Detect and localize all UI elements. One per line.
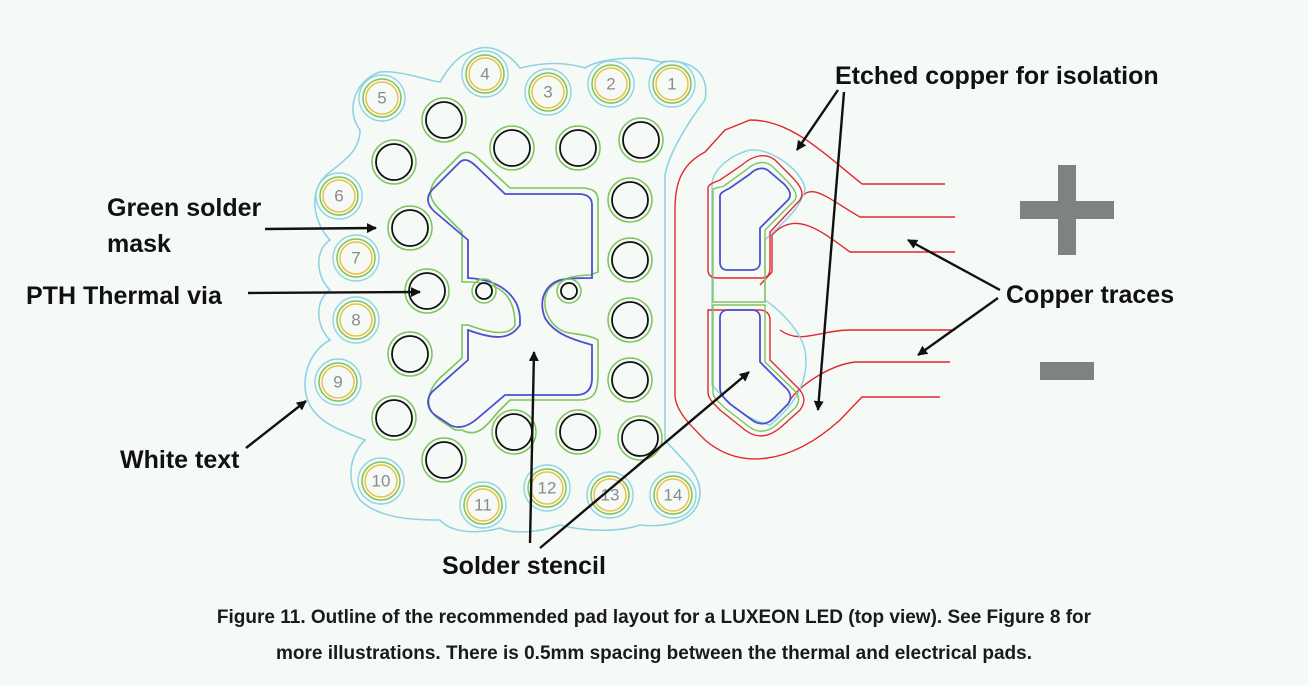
arrow-copper-traces-upper xyxy=(907,238,1001,292)
lower-electrical-pad-copper xyxy=(707,309,805,437)
copper-trace-minus-upper xyxy=(779,329,955,338)
pad-number-13: 13 xyxy=(601,486,620,505)
label-white-text: White text xyxy=(120,446,240,474)
pad-number-11: 11 xyxy=(474,496,492,515)
pad-number-4: 4 xyxy=(480,65,489,84)
plus-sign xyxy=(1020,165,1114,255)
arrow-etched-copper-lower xyxy=(813,91,846,411)
pad-number-1: 1 xyxy=(667,75,676,94)
copper-trace-minus-lower xyxy=(789,361,950,401)
thermal-via-small-left xyxy=(471,278,497,304)
figure-caption-line2: more illustrations. There is 0.5mm spaci… xyxy=(275,643,1033,664)
arrow-solder-stencil-thermal xyxy=(528,351,539,544)
figure-caption-line1: Figure 11. Outline of the recommended pa… xyxy=(216,607,1092,628)
copper-trace-plus-upper xyxy=(799,190,955,218)
thermal-pad-solder-mask xyxy=(427,151,599,434)
electrical-isolation-outline xyxy=(711,149,807,426)
label-etched-copper: Etched copper for isolation xyxy=(835,62,1159,90)
upper-electrical-pad-mask xyxy=(712,161,797,303)
arrow-etched-copper-upper xyxy=(796,89,839,151)
upper-electrical-pad-copper xyxy=(707,154,803,279)
thermal-pad-stencil xyxy=(427,159,593,428)
pad-number-6: 6 xyxy=(334,187,343,206)
pad-number-10: 10 xyxy=(372,472,391,491)
pad-number-12: 12 xyxy=(538,479,557,498)
numbered-pads xyxy=(314,50,697,529)
minus-sign xyxy=(1040,362,1094,380)
pad-number-9: 9 xyxy=(333,373,342,392)
lower-electrical-pad-stencil xyxy=(719,309,792,425)
board-outline xyxy=(304,46,707,533)
arrow-pth-thermal-via xyxy=(247,287,421,298)
upper-electrical-pad-stencil xyxy=(719,167,791,271)
label-pth-thermal-via: PTH Thermal via xyxy=(26,282,223,310)
label-solder-stencil: Solder stencil xyxy=(442,552,606,580)
copper-trace-plus-lower xyxy=(759,222,955,286)
pth-vias xyxy=(371,97,664,483)
pad-number-3: 3 xyxy=(543,83,552,102)
pad-number-8: 8 xyxy=(351,311,360,330)
thermal-via-small-right xyxy=(556,278,582,304)
label-green-solder-mask-line2: mask xyxy=(107,230,171,258)
arrow-white-text xyxy=(245,400,307,449)
lower-electrical-pad-mask xyxy=(712,304,800,432)
pad-layout-diagram: 1 2 3 4 5 6 7 8 9 10 11 12 13 14 xyxy=(26,46,1174,580)
pad-number-5: 5 xyxy=(377,89,386,108)
pad-number-14: 14 xyxy=(664,486,683,505)
pad-number-2: 2 xyxy=(606,75,615,94)
arrow-solder-stencil-electrical xyxy=(539,371,750,549)
electrical-copper-outline xyxy=(674,119,945,460)
arrow-copper-traces-lower xyxy=(917,297,999,356)
label-green-solder-mask-line1: Green solder xyxy=(107,194,261,222)
label-copper-traces: Copper traces xyxy=(1006,281,1174,309)
pad-number-7: 7 xyxy=(351,249,360,268)
arrow-green-solder-mask xyxy=(264,223,377,234)
